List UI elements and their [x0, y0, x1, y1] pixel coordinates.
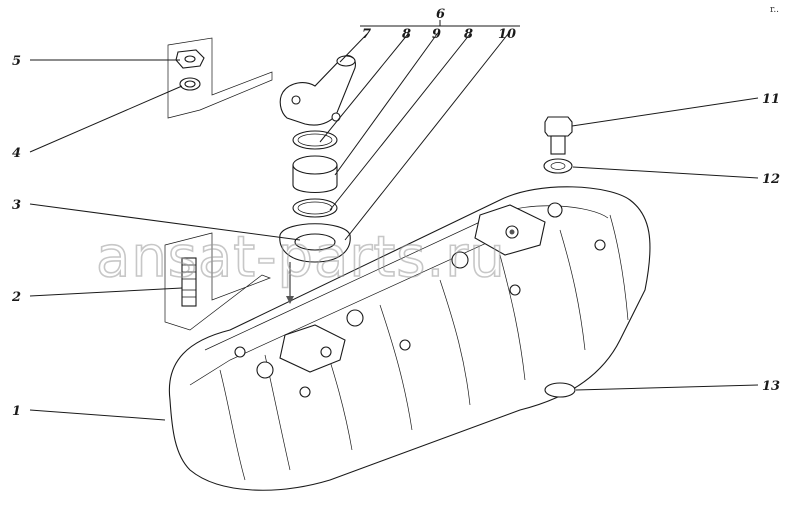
label-6: 6 [436, 7, 445, 22]
label-3: 3 [12, 198, 21, 213]
valve-cover [168, 186, 651, 491]
snap-ring [544, 382, 576, 398]
label-13: 13 [762, 379, 780, 394]
watermark-text: ansat-parts.ru [96, 225, 506, 290]
label-10: 10 [498, 27, 516, 42]
label-1: 1 [12, 404, 21, 419]
corner-mark: r.. [770, 5, 779, 15]
label-7: 7 [362, 27, 371, 42]
filler-neck [279, 55, 356, 126]
label-11: 11 [762, 92, 780, 107]
label-2: 2 [11, 290, 21, 305]
label-5: 5 [12, 54, 21, 69]
label-12: 12 [762, 172, 780, 187]
label-9: 9 [432, 27, 441, 42]
label-4: 4 [12, 146, 21, 161]
leader-lines [29, 20, 759, 421]
stud-bolt [164, 232, 271, 331]
nut-and-washer [167, 37, 273, 119]
filter-stack [279, 130, 351, 304]
bolt-and-sealing-washer [543, 116, 573, 174]
label-8b: 8 [464, 27, 473, 42]
label-8a: 8 [402, 27, 411, 42]
